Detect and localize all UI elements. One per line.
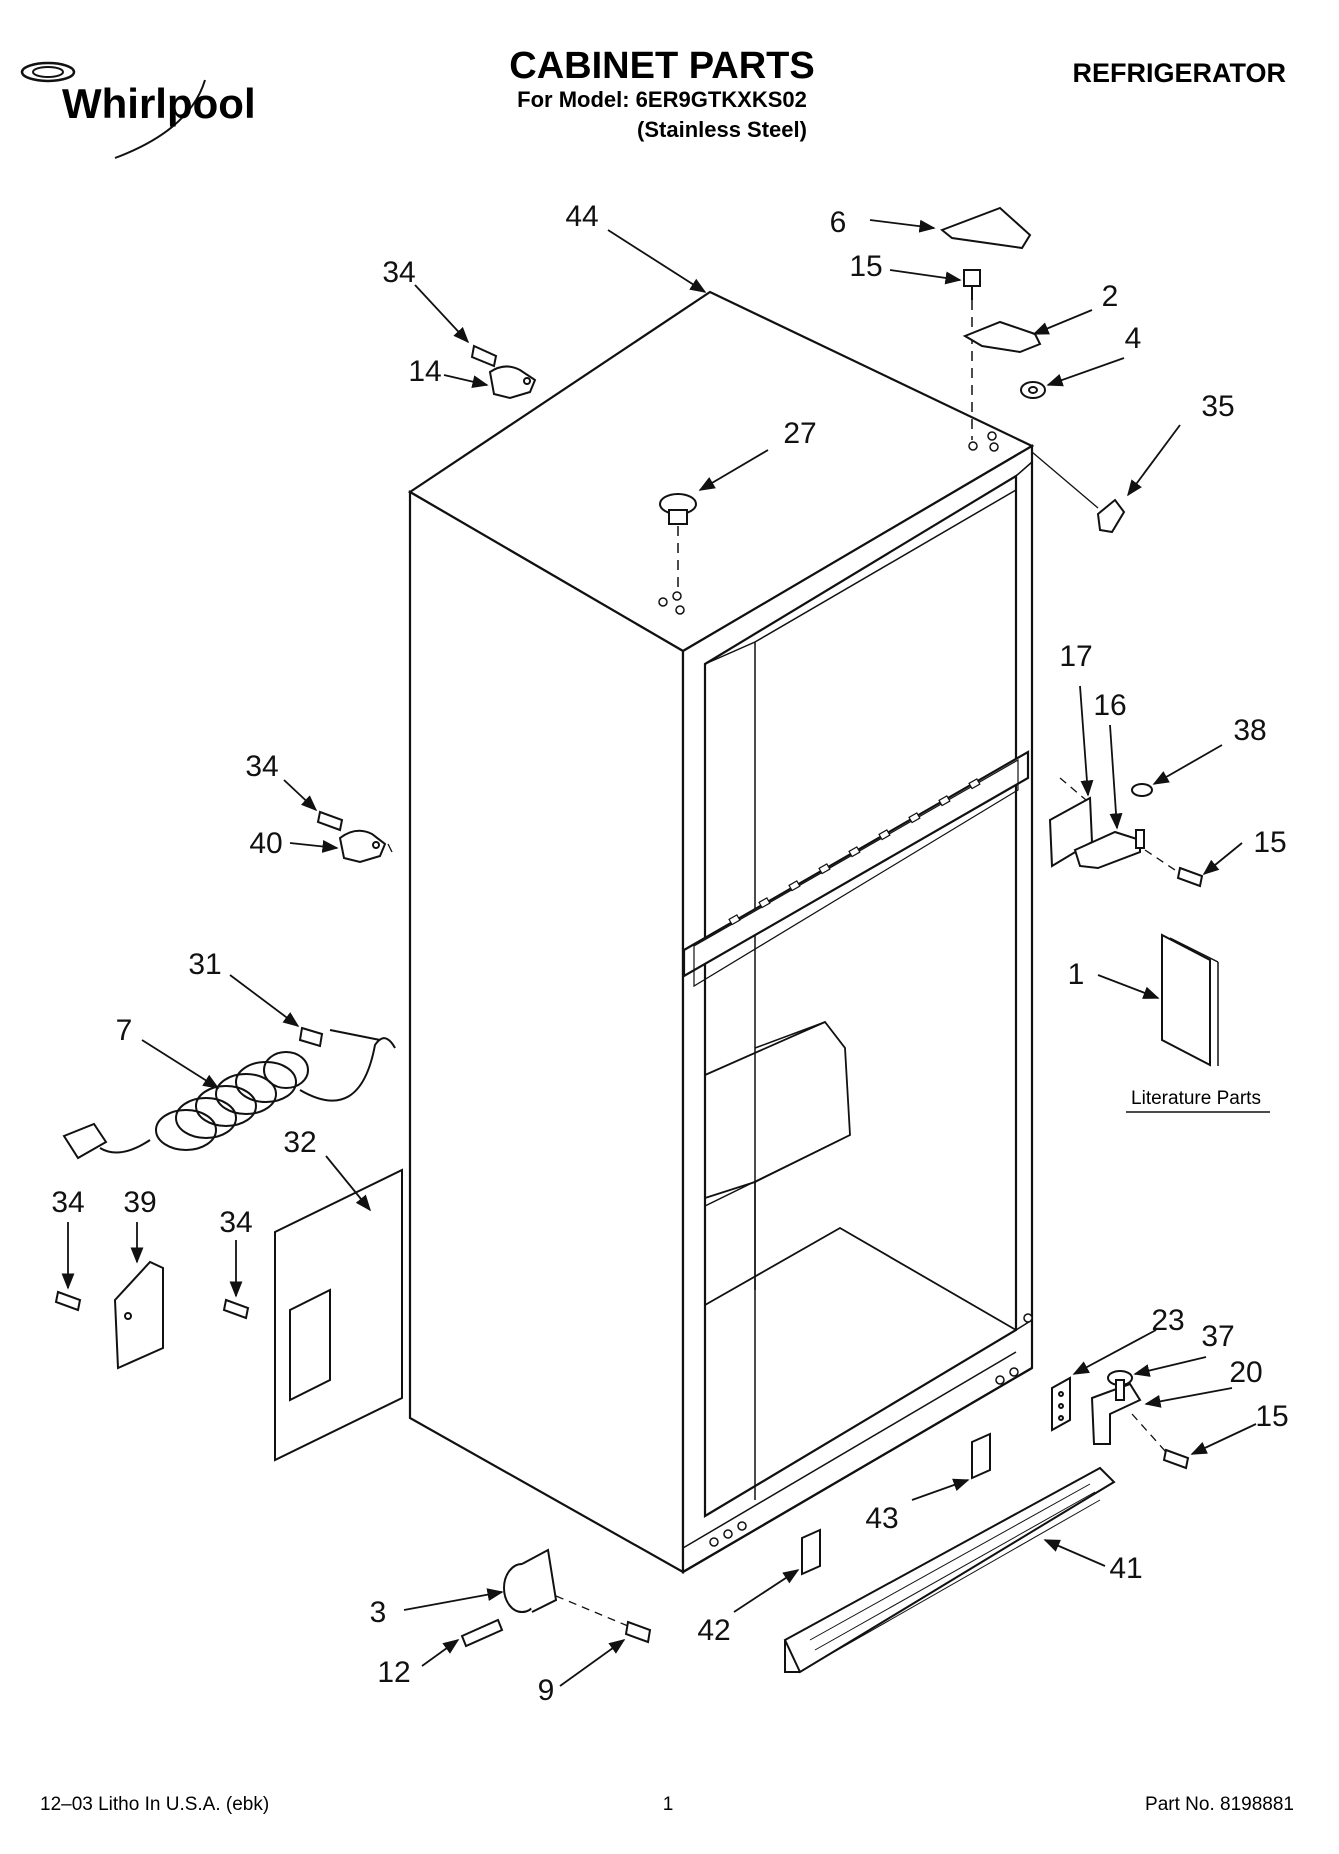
roller-assembly-part [503, 1548, 558, 1613]
literature-book-part [1161, 933, 1211, 1067]
hinge-plug-part [1096, 498, 1126, 534]
callout-38: 38 [1233, 714, 1266, 747]
callout-32: 32 [283, 1126, 316, 1159]
callout-1: 1 [1068, 958, 1085, 991]
callout-31: 31 [188, 948, 221, 981]
access-cover-part [113, 1260, 164, 1370]
callout-2: 2 [1102, 280, 1119, 313]
footer-part-number: Part No. 8198881 [1145, 1794, 1294, 1815]
callout-4: 4 [1125, 322, 1142, 355]
leader-lines [61, 219, 1257, 1687]
divider-rail-slots [728, 778, 981, 926]
callout-3: 3 [370, 1596, 387, 1629]
callout-34-mid: 34 [245, 750, 278, 783]
callout-44: 44 [565, 200, 598, 233]
brand-wordmark: Whirlpool [62, 80, 256, 127]
screw-part [624, 1620, 652, 1644]
cabinet-holes [658, 431, 1033, 1547]
callout-6: 6 [830, 206, 847, 239]
callout-9: 9 [538, 1674, 555, 1707]
callout-41: 41 [1109, 1552, 1142, 1585]
grille-clip-part [971, 1432, 991, 1480]
screw-part [316, 810, 344, 832]
callout-35: 35 [1201, 390, 1234, 423]
screw-part [1162, 1448, 1190, 1470]
callout-15-bottom: 15 [1255, 1400, 1288, 1433]
callout-39: 39 [123, 1186, 156, 1219]
callout-17: 17 [1059, 640, 1092, 673]
roller-pin-part [460, 1618, 504, 1648]
callout-16: 16 [1093, 689, 1126, 722]
top-hinge-part [962, 320, 1042, 354]
callout-34-top: 34 [382, 256, 415, 289]
cabinet-body [407, 290, 1035, 1574]
callout-40: 40 [249, 827, 282, 860]
bottom-hinge-part [1090, 1382, 1142, 1445]
callout-34-panel: 34 [219, 1206, 252, 1239]
power-plug-part [62, 1122, 108, 1160]
callout-15-top: 15 [849, 250, 882, 283]
literature-parts-label: Literature Parts [1131, 1088, 1261, 1109]
callout-42: 42 [697, 1614, 730, 1647]
page-title: CABINET PARTS [509, 45, 814, 87]
model-line: For Model: 6ER9GTKXKS02 [517, 87, 807, 112]
callout-43: 43 [865, 1502, 898, 1535]
callout-12: 12 [377, 1656, 410, 1689]
screw-part [1176, 866, 1204, 888]
whirlpool-logo: Whirlpool [20, 61, 256, 159]
grille-clip-part [801, 1528, 821, 1576]
clamp-part [338, 829, 387, 864]
screw-part [470, 344, 498, 368]
screw-part [963, 269, 981, 300]
screw-part [54, 1290, 82, 1312]
callout-20: 20 [1229, 1356, 1262, 1389]
callout-37: 37 [1201, 1320, 1234, 1353]
power-cord-part [99, 1029, 396, 1154]
footer-page-number: 1 [663, 1794, 674, 1815]
callout-14: 14 [408, 355, 441, 388]
footer-print-info: 12–03 Litho In U.S.A. (ebk) [40, 1794, 269, 1815]
top-hinge-cover-part [940, 206, 1032, 250]
callout-7: 7 [116, 1014, 133, 1047]
plug-button-part [659, 493, 697, 525]
screw-part [298, 1026, 324, 1048]
center-hinge-part [1073, 830, 1141, 870]
finish-line: (Stainless Steel) [637, 117, 807, 142]
callout-27: 27 [783, 417, 816, 450]
callout-34-left: 34 [51, 1186, 84, 1219]
screw-part [222, 1298, 250, 1320]
category-label: REFRIGERATOR [1072, 58, 1286, 88]
callout-15-mid: 15 [1253, 826, 1286, 859]
cord-clamp-part [488, 365, 537, 400]
callout-23: 23 [1151, 1304, 1184, 1337]
washer-part [1131, 783, 1153, 797]
side-panel-part [274, 1168, 403, 1462]
toe-grille-part [783, 1466, 1116, 1674]
